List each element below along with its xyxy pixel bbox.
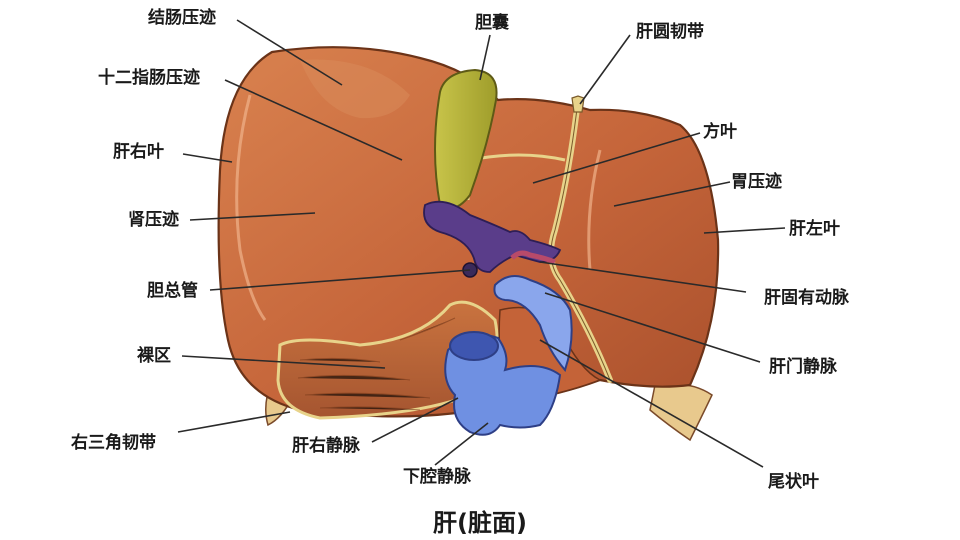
hepatic-artery-shape xyxy=(510,250,556,265)
label-bare-area: 裸区 xyxy=(137,346,171,366)
colic-impression-shade xyxy=(300,59,410,119)
label-right-lobe: 肝右叶 xyxy=(113,142,164,162)
gallbladder-shape xyxy=(434,68,498,210)
bare-area-texture xyxy=(297,317,456,411)
label-right-triangular-ligament: 右三角韧带 xyxy=(71,433,156,453)
label-common-bile-duct: 胆总管 xyxy=(147,281,198,301)
label-round-ligament: 肝圆韧带 xyxy=(636,22,704,42)
label-left-lobe: 肝左叶 xyxy=(789,219,840,239)
label-quadrate-lobe: 方叶 xyxy=(703,122,737,142)
label-gallbladder: 胆囊 xyxy=(475,13,509,33)
label-proper-hepatic-artery: 肝固有动脉 xyxy=(764,288,849,308)
label-portal-vein: 肝门静脉 xyxy=(769,357,837,377)
label-ivc: 下腔静脉 xyxy=(403,467,471,487)
round-ligament-tip xyxy=(571,95,585,113)
label-right-hepatic-vein: 肝右静脉 xyxy=(292,436,360,456)
figure-title: 肝(脏面) xyxy=(433,509,527,537)
right-lobe-highlight xyxy=(235,94,267,321)
label-duodenal-impression: 十二指肠压迹 xyxy=(98,68,200,88)
leader-lines xyxy=(177,19,786,468)
bare-area-shape xyxy=(276,300,499,420)
label-renal-impression: 肾压迹 xyxy=(128,210,179,230)
left-ligament-tag-shape xyxy=(649,383,713,442)
label-caudate-lobe: 尾状叶 xyxy=(768,472,819,492)
label-gastric-impression: 胃压迹 xyxy=(731,172,782,192)
ivc-opening xyxy=(449,331,499,361)
label-colic-impression: 结肠压迹 xyxy=(148,8,216,28)
